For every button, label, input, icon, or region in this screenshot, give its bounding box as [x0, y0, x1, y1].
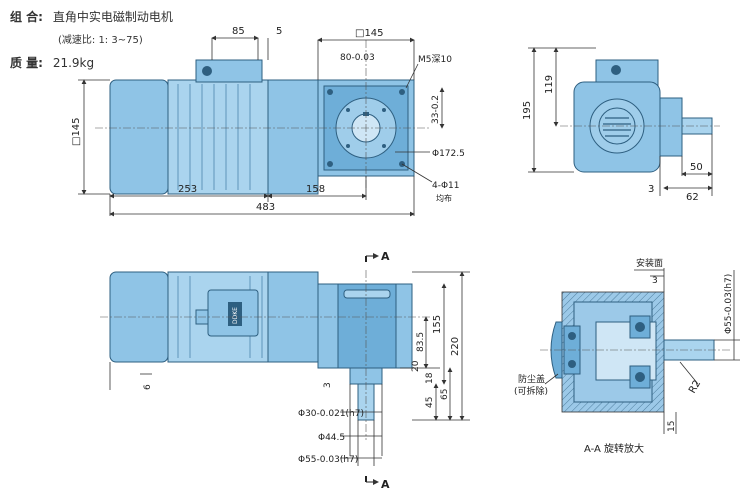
section-caption: A-A 旋转放大 [584, 442, 644, 455]
terminal-box [195, 59, 263, 83]
dim-5: 5 [276, 26, 282, 37]
section-mark-bottom: A [381, 478, 390, 491]
mass-label: 质 量: [10, 56, 43, 70]
label-removable: (可拆除) [514, 385, 548, 397]
section-dim-3: 3 [652, 276, 658, 286]
bottom-dim-phi55: Φ55-0.03(h7) [298, 455, 358, 465]
combo-label: 组 合: [10, 10, 43, 24]
motor-endcap [109, 79, 169, 195]
bottom-dim-45: 45 [425, 397, 435, 408]
dim-483: 483 [256, 202, 275, 213]
bottom-dim-220: 220 [450, 337, 461, 356]
side-dim-50: 50 [690, 162, 703, 173]
dim-119: 119 [544, 75, 555, 94]
dim-253: 253 [178, 184, 197, 195]
dim-4phi11: 4-Φ11 [432, 181, 460, 191]
mass-value: 21.9kg [52, 56, 95, 70]
bottom-dim-3: 3 [323, 382, 333, 388]
mount-hole-icon [327, 89, 333, 95]
dim-85: 85 [232, 26, 245, 37]
dim-sq145-top: □145 [355, 28, 384, 39]
section-mark-top: A [381, 250, 390, 263]
dim-195: 195 [522, 101, 533, 120]
side-dim-3: 3 [648, 184, 654, 195]
front-view: 85 5 □145 80-0.03 M5深10 33-0.2 Φ172.5 4-… [71, 26, 465, 217]
dim-158: 158 [306, 184, 325, 195]
dim-m5: M5深10 [418, 54, 452, 65]
bottom-dim-83-5: 83.5 [416, 332, 426, 352]
bottom-dim-155: 155 [432, 315, 443, 334]
ratio-note: (减速比: 1: 3~75) [58, 35, 143, 46]
adapter-flange [267, 79, 319, 195]
bottom-dim-18: 18 [425, 372, 435, 384]
section-dim-15: 15 [667, 421, 677, 432]
bottom-dim-20: 20 [411, 360, 421, 372]
side-cable-gland-icon [611, 65, 621, 75]
combo-row: 组 合: 直角中实电磁制动电机 [10, 8, 173, 25]
motor-fins [177, 84, 251, 190]
section-dim-phi55: Φ55-0.03(h7) [724, 274, 734, 334]
dim-keyway: 80-0.03 [340, 53, 375, 63]
label-install-face: 安装面 [636, 257, 663, 269]
section-dim-r2: R2 [687, 378, 703, 395]
cable-gland-icon [202, 66, 212, 76]
nameplate-text: DDKE [232, 307, 239, 324]
dim-sq145-left: □145 [71, 117, 82, 146]
bottom-dim-6: 6 [143, 384, 153, 390]
mass-row: 质 量: 21.9kg [10, 54, 94, 71]
dim-33: 33-0.2 [431, 95, 441, 124]
motor-body [167, 79, 269, 195]
section-view: 安装面 3 Φ55-0.03(h7) 防尘盖 (可拆除) R2 15 A-A 旋… [514, 257, 740, 455]
combo-value: 直角中实电磁制动电机 [52, 10, 173, 24]
bottom-dim-phi44-5: Φ44.5 [318, 433, 345, 443]
side-view: 195 119 50 3 62 [522, 47, 720, 203]
side-dim-62: 62 [686, 192, 699, 203]
side-gear-flange [659, 97, 683, 157]
bottom-dim-65: 65 [440, 389, 450, 400]
dim-phi172: Φ172.5 [432, 149, 465, 159]
bottom-view: DDKE A A 6 220 155 83.5 20 18 45 65 [100, 250, 470, 491]
bottom-dim-phi30: Φ30-0.021(h7) [298, 409, 364, 419]
dim-4phi11-note: 均布 [436, 193, 452, 203]
label-dust-cover: 防尘盖 [518, 373, 545, 385]
